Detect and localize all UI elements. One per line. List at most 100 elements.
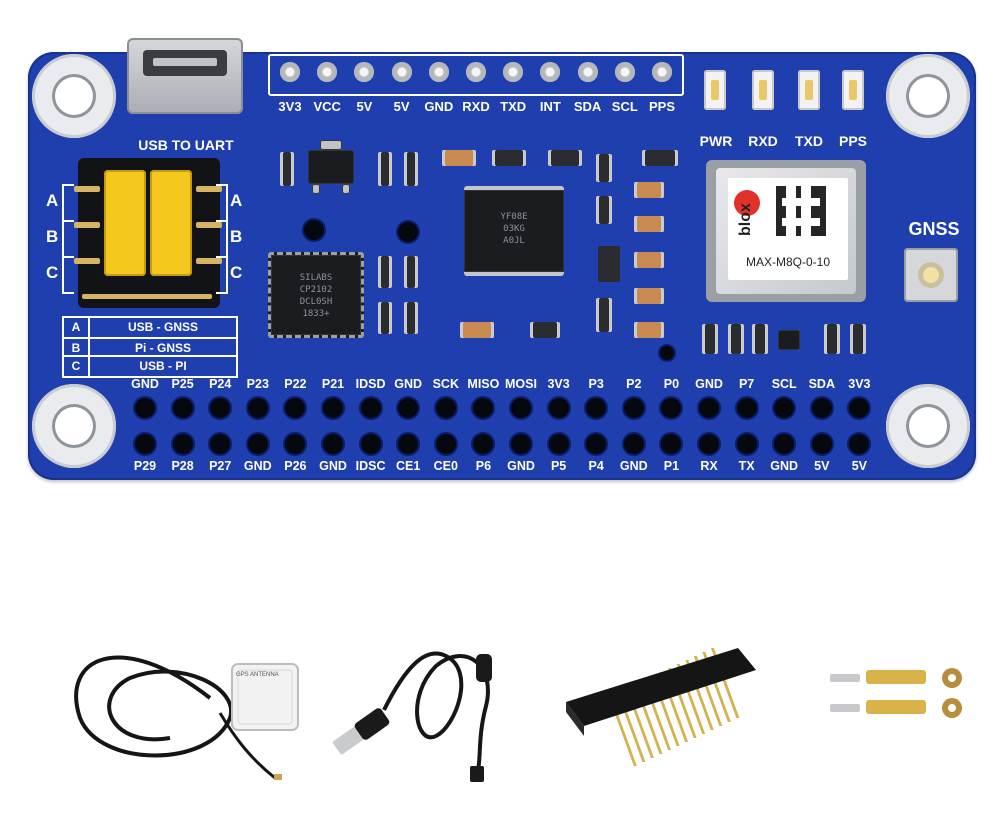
gpio-pin-hole[interactable]: [473, 434, 494, 454]
antenna-label: GPS ANTENNA: [236, 672, 279, 678]
gpio-pin-hole[interactable]: [210, 398, 231, 418]
gpio-pin-hole[interactable]: [774, 398, 795, 418]
gpio-pin-hole[interactable]: [435, 398, 456, 418]
gpio-pin-hole[interactable]: [699, 398, 719, 418]
top-header-pad[interactable]: [540, 62, 561, 82]
gpio-bottom-label: P4: [588, 459, 604, 473]
jumper-legend-table: A USB - GNSS B Pi - GNSS C USB - PI: [62, 316, 238, 378]
gpio-pin-hole[interactable]: [661, 398, 682, 418]
gpio-bottom-label: P26: [284, 459, 307, 473]
top-header-pad[interactable]: [391, 62, 412, 82]
gpio-pin-hole[interactable]: [323, 434, 343, 454]
module-brand: blox: [737, 203, 754, 236]
stacking-header-accessory: [566, 648, 756, 766]
gpio-pin-hole[interactable]: [586, 434, 607, 454]
gpio-bottom-label: GND: [507, 459, 535, 473]
qr-code-icon: [776, 186, 826, 236]
top-pin-label: GND: [424, 99, 454, 114]
gpio-bottom-label: GND: [770, 459, 799, 473]
gpio-pin-hole[interactable]: [623, 398, 644, 418]
ufl-antenna-connector[interactable]: [904, 248, 958, 302]
top-pin-label: INT: [539, 99, 561, 114]
mounting-hole-top-left: [32, 54, 116, 138]
led-label-rxd: RXD: [748, 133, 778, 149]
top-header-pad[interactable]: [652, 62, 672, 82]
gpio-pin-hole[interactable]: [849, 398, 870, 418]
gpio-bottom-label: CE1: [396, 459, 421, 473]
gpio-pin-hole[interactable]: [285, 398, 306, 418]
gpio-pin-hole[interactable]: [623, 434, 644, 454]
gpio-pin-hole[interactable]: [210, 434, 231, 454]
top-pin-label: 5V: [393, 99, 410, 114]
gpio-bottom-label: P5: [550, 459, 567, 473]
gpio-bottom-label: P27: [209, 459, 232, 473]
gpio-pin-hole[interactable]: [811, 398, 832, 418]
gpio-top-label: MOSI: [505, 377, 537, 391]
top-header-pad[interactable]: [317, 62, 338, 82]
gpio-pin-hole[interactable]: [360, 434, 381, 454]
gpio-pin-hole[interactable]: [172, 398, 193, 418]
top-header-outline: [268, 54, 684, 96]
usb-cable-accessory: [332, 651, 492, 782]
gpio-pin-hole[interactable]: [548, 434, 569, 454]
gnss-label: GNSS: [908, 219, 960, 239]
gpio-top-label: GND: [131, 377, 159, 391]
gpio-pin-hole[interactable]: [285, 434, 306, 454]
gpio-top-label: 3V3: [848, 377, 871, 391]
gpio-top-label: SCL: [771, 377, 797, 391]
gpio-pin-hole[interactable]: [511, 398, 531, 418]
standoffs-and-screws-accessory: [830, 668, 962, 718]
gpio-pin-hole[interactable]: [586, 398, 607, 418]
gpio-top-label: P24: [209, 377, 232, 391]
top-header-pad[interactable]: [428, 62, 449, 82]
voltage-regulator: [308, 150, 354, 184]
top-header-pad[interactable]: [614, 62, 635, 82]
gpio-bottom-label: GND: [619, 459, 648, 473]
mounting-hole-top-right: [886, 54, 970, 138]
gpio-pin-hole[interactable]: [774, 434, 795, 454]
mounting-hole-bottom-left: [32, 384, 116, 468]
jumper-cap-right[interactable]: [150, 170, 192, 276]
gpio-pin-hole[interactable]: [849, 434, 870, 454]
gpio-pin-hole[interactable]: [323, 398, 343, 418]
gpio-pin-hole[interactable]: [172, 434, 193, 454]
gpio-pin-hole[interactable]: [398, 434, 419, 454]
jumper-cap-left[interactable]: [104, 170, 146, 276]
gpio-pin-hole[interactable]: [247, 434, 268, 454]
jumper-row-right-b: B: [230, 227, 243, 246]
ublox-logo-icon: [734, 190, 760, 216]
gpio-pin-hole[interactable]: [736, 398, 757, 418]
gpio-pin-hole[interactable]: [736, 434, 757, 454]
gpio-pin-hole[interactable]: [398, 398, 419, 418]
gpio-pin-hole[interactable]: [135, 398, 155, 418]
gpio-top-label: SDA: [808, 377, 835, 391]
gpio-pin-hole[interactable]: [661, 434, 682, 454]
gpio-pin-hole[interactable]: [511, 434, 531, 454]
top-header-pad[interactable]: [503, 62, 524, 82]
led-pps: [842, 70, 864, 110]
gpio-bottom-label: P1: [663, 459, 680, 473]
top-header-pad[interactable]: [280, 62, 300, 82]
gpio-pin-hole[interactable]: [548, 398, 569, 418]
top-header-pad[interactable]: [466, 62, 486, 82]
gpio-pin-hole[interactable]: [435, 434, 456, 454]
gpio-top-label: P2: [626, 377, 642, 391]
top-header-pad[interactable]: [577, 62, 598, 82]
gpio-pin-hole[interactable]: [360, 398, 381, 418]
gpio-pin-hole[interactable]: [473, 398, 494, 418]
gpio-pin-hole[interactable]: [699, 434, 719, 454]
micro-usb-port: [127, 38, 243, 114]
legend-value: USB - GNSS: [127, 320, 198, 334]
gpio-bottom-label: 5V: [814, 459, 830, 473]
gpio-pin-hole[interactable]: [247, 398, 268, 418]
led-rxd: [752, 70, 774, 110]
top-pin-label: 3V3: [278, 99, 302, 114]
gpio-pin-hole[interactable]: [135, 434, 155, 454]
gpio-bottom-label: P29: [133, 459, 157, 473]
top-pin-label: SDA: [573, 99, 602, 114]
top-pin-label: 5V: [356, 99, 373, 114]
top-header-pad[interactable]: [354, 62, 375, 82]
uart-selection-jumper-header: [78, 158, 220, 308]
jumper-row-left-c: C: [46, 263, 59, 282]
gpio-pin-hole[interactable]: [811, 434, 832, 454]
